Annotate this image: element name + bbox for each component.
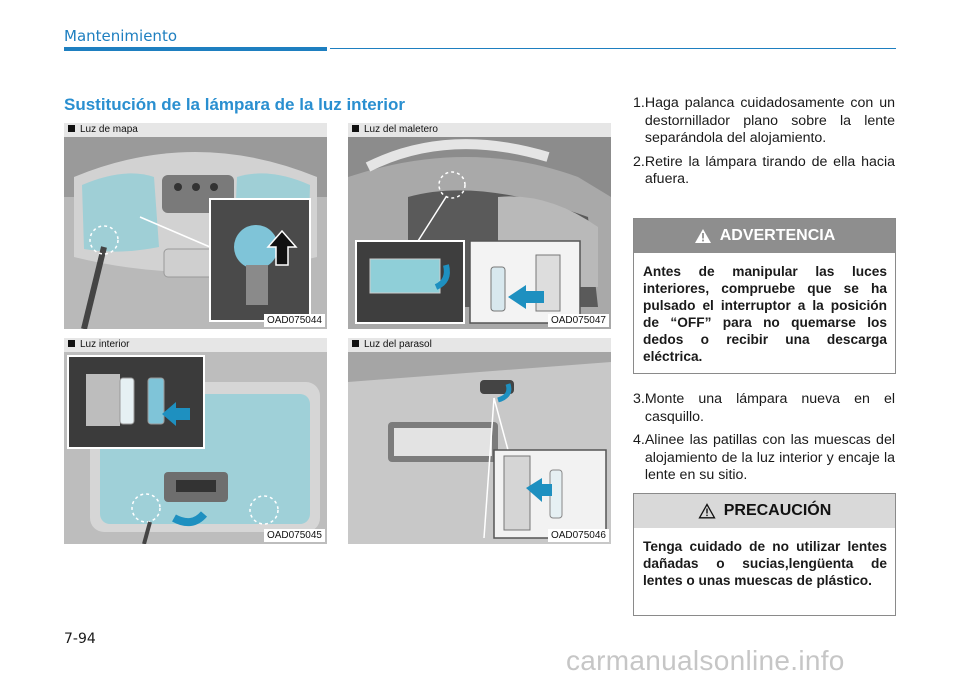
figure-code: OAD075046 bbox=[547, 529, 609, 542]
interior-light-illustration bbox=[64, 352, 327, 544]
steps-group-1: 1. Haga palanca cuidadosamente con un de… bbox=[633, 95, 895, 189]
figure-caption: Luz interior bbox=[64, 338, 327, 352]
step-item: 2. Retire la lámpara tirando de ella hac… bbox=[633, 153, 895, 188]
caution-header: PRECAUCIÓN bbox=[634, 494, 895, 528]
figure-interior-light: Luz interior OAD075045 bbox=[64, 338, 327, 544]
figure-code: OAD075045 bbox=[263, 529, 325, 542]
warning-box: ADVERTENCIA Antes de manipular las luces… bbox=[633, 218, 896, 374]
step-text: Haga palanca cuidadosamente con un desto… bbox=[644, 95, 895, 146]
step-text: Retire la lámpara tirando de ella hacia … bbox=[644, 153, 895, 188]
step-item: 4. Alinee las patillas con las muescas d… bbox=[633, 432, 895, 483]
figure-caption: Luz del maletero bbox=[348, 123, 611, 137]
caution-text: Tenga cuidado de no utilizar lentes daña… bbox=[643, 539, 887, 588]
caution-triangle-icon bbox=[698, 503, 716, 519]
caution-box: PRECAUCIÓN Tenga cuidado de no utilizar … bbox=[633, 493, 896, 616]
figure-code: OAD075044 bbox=[263, 314, 325, 327]
warning-text: Antes de manipular las luces interiores,… bbox=[643, 264, 887, 364]
caution-title: PRECAUCIÓN bbox=[723, 502, 832, 519]
figure-caption: Luz del parasol bbox=[348, 338, 611, 352]
figure-caption: Luz de mapa bbox=[64, 123, 327, 137]
section-title: Mantenimiento bbox=[64, 27, 177, 45]
figure-trunk-light: Luz del maletero OAD075047 bbox=[348, 123, 611, 329]
header-rule-thin bbox=[330, 48, 896, 49]
step-item: 3. Monte una lámpara nueva en el casquil… bbox=[633, 391, 895, 425]
map-light-illustration bbox=[64, 137, 327, 329]
figure-map-light: Luz de mapa OAD075044 bbox=[64, 123, 327, 329]
sunvisor-light-illustration bbox=[348, 352, 611, 544]
figure-code: OAD075047 bbox=[547, 314, 609, 327]
warning-title: ADVERTENCIA bbox=[719, 227, 836, 244]
steps-group-2: 3. Monte una lámpara nueva en el casquil… bbox=[633, 391, 895, 485]
warning-header: ADVERTENCIA bbox=[634, 219, 895, 253]
page-number: 7-94 bbox=[64, 631, 96, 647]
warning-triangle-icon bbox=[694, 229, 711, 243]
step-item: 1. Haga palanca cuidadosamente con un de… bbox=[633, 95, 895, 146]
trunk-light-illustration bbox=[348, 137, 611, 329]
watermark: carmanualsonline.info bbox=[566, 645, 845, 676]
step-text: Monte una lámpara nueva en el casquillo. bbox=[644, 391, 895, 425]
header-rule-thick bbox=[64, 47, 327, 51]
step-text: Alinee las patillas con las muescas del … bbox=[644, 432, 895, 483]
figure-sunvisor-light: Luz del parasol OAD075046 bbox=[348, 338, 611, 544]
page-heading: Sustitución de la lámpara de la luz inte… bbox=[64, 95, 406, 114]
